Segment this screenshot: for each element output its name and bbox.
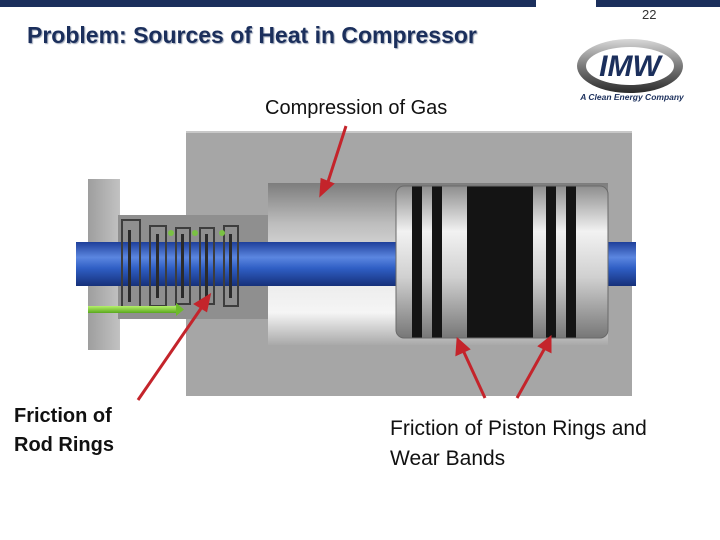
header-bar — [0, 0, 720, 7]
label-rod-line1: Friction of — [14, 405, 112, 427]
logo-tagline: A Clean Energy Company — [580, 92, 684, 102]
wear-band — [467, 186, 533, 338]
page-number: 22 — [642, 7, 657, 22]
label-piston-line1: Friction of Piston Rings and — [390, 417, 647, 440]
arrow-rod — [136, 303, 206, 401]
arrow-piston-right — [515, 345, 548, 399]
vent-tube — [88, 306, 176, 313]
piston-ring — [566, 186, 576, 338]
label-compression-of-gas: Compression of Gas — [265, 97, 448, 119]
piston-ring — [432, 186, 442, 338]
slide-title: Problem: Sources of Heat in Compressor — [27, 22, 477, 48]
arrowhead-piston-left — [455, 336, 471, 357]
rod-packing-rings — [121, 219, 239, 313]
logo-mark: IMW — [599, 50, 663, 83]
arrowhead-rod — [193, 292, 212, 313]
piston-ring — [412, 186, 422, 338]
label-piston-rings: Friction of Piston Rings and Wear Bands — [390, 414, 700, 474]
label-rod-rings: Friction of Rod Rings — [14, 402, 154, 460]
piston — [395, 185, 609, 339]
arrowhead-gas — [319, 177, 335, 198]
arrowhead-piston-right — [537, 334, 552, 354]
arrow-piston-left — [460, 347, 487, 399]
header-bar-gap — [536, 0, 596, 7]
company-logo: IMW — [577, 39, 683, 93]
arrow-gas — [324, 125, 348, 189]
label-rod-line2: Rod Rings — [14, 434, 114, 456]
piston-ring — [546, 186, 556, 338]
callout-arrows — [136, 125, 552, 401]
label-piston-line2: Wear Bands — [390, 447, 506, 470]
